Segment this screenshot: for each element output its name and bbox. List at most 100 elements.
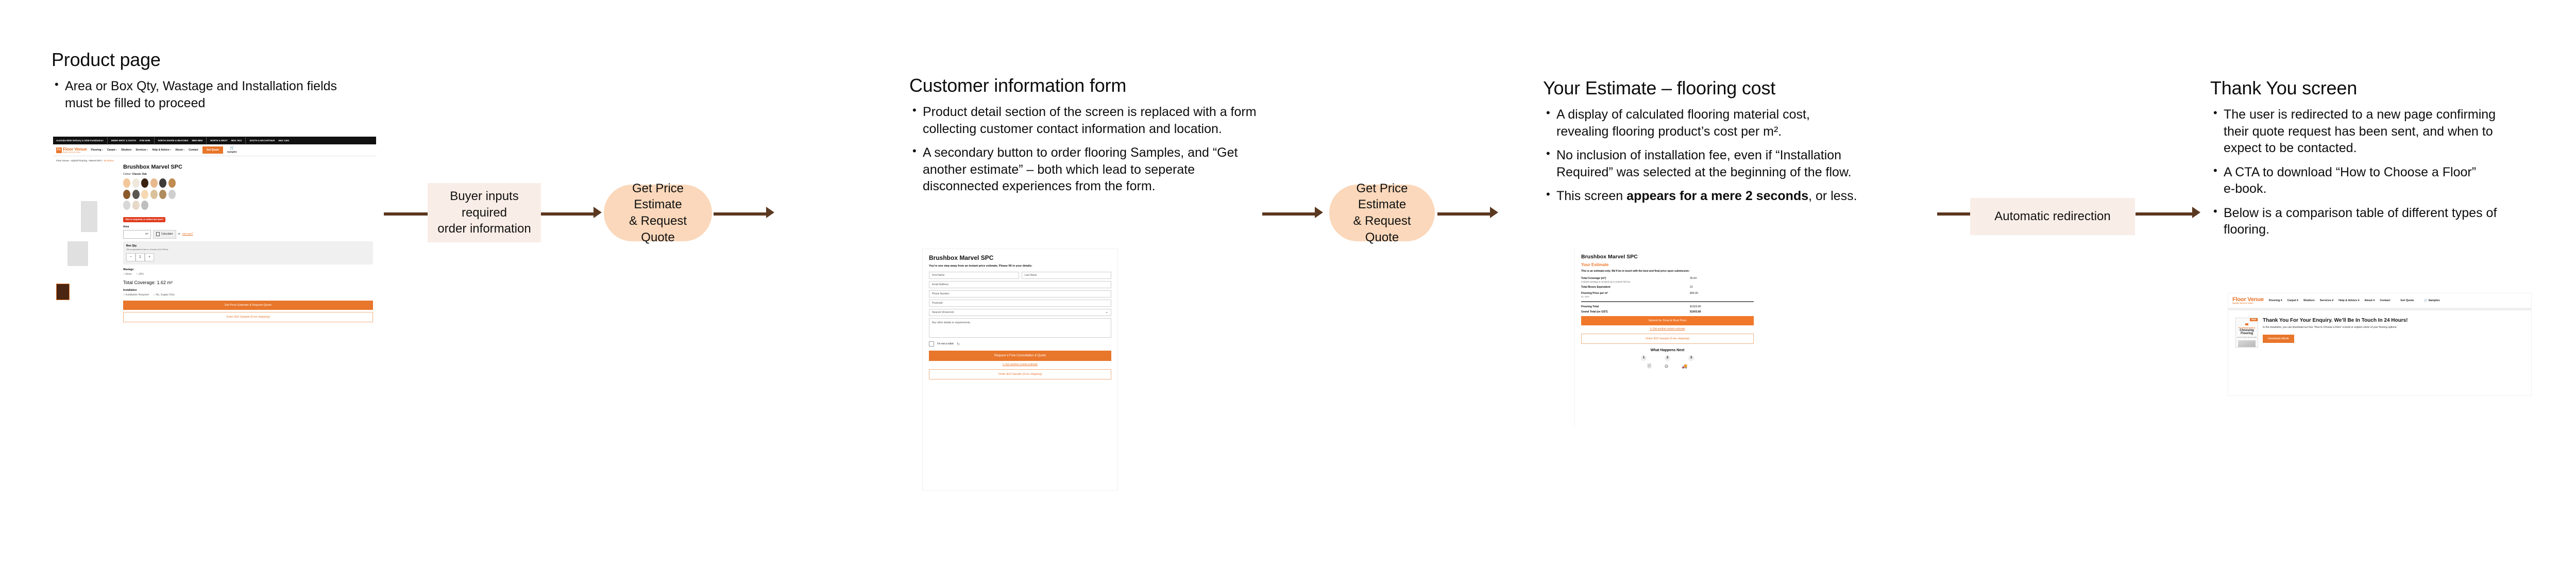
details-textarea[interactable]: Any other details or requirements. (929, 318, 1111, 338)
estimate-line-value: $45.00 (1690, 292, 1698, 295)
order-sample-button[interactable]: Order $10 Sample (Free shipping) (1581, 333, 1754, 344)
logo-name: Floor Venue (2232, 296, 2264, 303)
colour-swatch[interactable] (150, 178, 158, 188)
logo[interactable]: Floor Venue Quality Service Value (2232, 296, 2264, 305)
nav-item-carpet[interactable]: Carpet ▾ (107, 148, 117, 152)
estimate-heading: Your Estimate (1581, 262, 1609, 267)
chevron-down-icon: ▾ (2373, 299, 2375, 302)
step-number: 1 (1641, 355, 1647, 361)
calculator-button[interactable]: Calculator (153, 229, 176, 239)
logo[interactable]: Floor Venue Quality Service Value (56, 147, 87, 153)
radio-option[interactable]: None (123, 273, 131, 276)
breadcrumb-item[interactable]: Marvel SPC (89, 159, 102, 162)
quantity-stepper[interactable]: − 1 + (126, 253, 370, 261)
chevron-down-icon: ▾ (2358, 299, 2360, 302)
colour-swatch[interactable] (168, 189, 176, 199)
colour-swatch[interactable] (159, 178, 166, 188)
not-sure-link[interactable]: not sure? (182, 233, 193, 236)
nav-item-services[interactable]: Services ▾ (2319, 299, 2334, 302)
colour-swatch[interactable] (132, 189, 140, 199)
wastage-radio-group[interactable]: None 10% (123, 273, 373, 276)
quantity-value[interactable]: 1 (135, 253, 145, 261)
colour-swatch[interactable] (123, 189, 130, 199)
step-number: 3 (1688, 355, 1694, 361)
bullet-list-your-estimate: A display of calculated flooring materia… (1543, 106, 1883, 205)
get-another-estimate-link[interactable]: ↻ Get another instant estimate (1650, 327, 1685, 331)
colour-swatch-group[interactable] (123, 178, 180, 210)
phone-field[interactable]: Phone Number (929, 290, 1111, 298)
colour-swatch[interactable] (159, 189, 166, 199)
radio-option[interactable]: Installation Required (123, 293, 149, 296)
order-sample-button[interactable]: Order $10 Sample (Free shipping) (929, 369, 1111, 380)
or-label: or (178, 233, 180, 236)
download-ebook-button[interactable]: Download eBook (2263, 334, 2294, 343)
samples-link[interactable]: 🛒 Samples (2424, 299, 2439, 302)
radio-option[interactable]: No, Supply Only (154, 293, 174, 296)
colour-swatch[interactable] (132, 201, 140, 210)
total-key: Flooring Total (1581, 305, 1599, 308)
breadcrumb-separator: › (102, 159, 104, 162)
colour-swatch[interactable] (141, 201, 148, 210)
bullet-pre: This screen (1556, 189, 1627, 203)
installation-radio-group[interactable]: Installation Required No, Supply Only (123, 293, 373, 296)
get-quote-button[interactable]: Get Quote (202, 146, 223, 154)
nav-item-about[interactable]: About ▾ (175, 148, 185, 152)
nav-item-flooring[interactable]: Flooring ▾ (2268, 299, 2282, 302)
submit-final-price-button[interactable]: Submit for Final & Best Price (1581, 316, 1754, 325)
request-consultation-button[interactable]: Request a Free Consultation & Quote (929, 351, 1111, 361)
flow-step-get-price-estimate-2[interactable]: Get Price Estimate & Request Quote (1329, 182, 1435, 244)
flow-step-get-price-estimate-1[interactable]: Get Price Estimate & Request Quote (604, 182, 712, 244)
box-qty-subtitle: This is equivalent to this no. of boxes … (126, 248, 169, 251)
product-thumbnail[interactable] (56, 284, 70, 300)
samples-link[interactable]: 🛒 Samples (227, 146, 237, 153)
email-field[interactable]: Email Address (929, 281, 1111, 289)
next-steps-icons: 🗎 ⊙ 🚚 (1581, 362, 1754, 371)
nav-item-carpet[interactable]: Carpet ▾ (2287, 299, 2298, 302)
estimate-line-key: Flooring Price per m² (1581, 292, 1608, 295)
breadcrumb-item[interactable]: Hybrid Flooring (71, 159, 88, 162)
increment-button[interactable]: + (145, 253, 154, 261)
radio-option[interactable]: 10% (136, 273, 144, 276)
colour-swatch[interactable] (150, 189, 158, 199)
ebook-cover[interactable]: FREE The Ultimate Guide to Choosing Floo… (2235, 318, 2258, 348)
colour-swatch[interactable] (141, 178, 148, 188)
nav-item-help-advice[interactable]: Help & Advice ▾ (2338, 299, 2360, 302)
decrement-button[interactable]: − (126, 253, 135, 261)
flow-step-buyer-inputs[interactable]: Buyer inputs required order information (428, 183, 541, 242)
list-item: Product detail section of the screen is … (909, 103, 1265, 137)
list-item: No inclusion of installation fee, even i… (1543, 146, 1878, 180)
postcode-field[interactable]: Postcode (929, 300, 1111, 307)
colour-swatch[interactable] (123, 201, 130, 210)
nav-item-help-advice[interactable]: Help & Advice ▾ (152, 148, 172, 152)
colour-swatch[interactable] (132, 178, 140, 188)
order-sample-button[interactable]: Order $10 Sample (Free shipping) (123, 311, 373, 322)
colour-swatch[interactable] (168, 178, 176, 188)
area-input[interactable]: m² (123, 229, 151, 239)
get-price-estimate-button[interactable]: Get Price Estimate & Request Quote (123, 300, 373, 310)
what-happens-next-heading: What Happens Next (1650, 348, 1685, 352)
thank-you-card: FREE The Ultimate Guide to Choosing Floo… (2232, 314, 2527, 352)
nav-item-flooring[interactable]: Flooring ▾ (91, 148, 103, 152)
first-name-field[interactable]: First Name (929, 272, 1019, 279)
nav-item-contact[interactable]: Contact (2380, 299, 2391, 302)
last-name-field[interactable]: Last Name (1021, 272, 1111, 279)
nav-item-services[interactable]: Services ▾ (135, 148, 148, 152)
product-hero-image[interactable] (56, 164, 119, 282)
colour-swatch[interactable] (141, 189, 148, 199)
estimate-line-key: Total Coverage (m²) (1581, 276, 1606, 280)
nav-item-contact[interactable]: Contact (189, 148, 198, 152)
get-another-estimate-link[interactable]: ↻ Get another instant estimate (1002, 363, 1038, 367)
colour-swatch[interactable] (123, 178, 130, 188)
showroom-select[interactable]: Nearest Showroom (929, 309, 1111, 317)
logo-tagline: Quality Service Value (63, 151, 81, 153)
required-validation-badge: This is required, or select not sure? (123, 217, 166, 222)
nav-item-about[interactable]: About ▾ (2364, 299, 2375, 302)
nav-item-shutters[interactable]: Shutters (2303, 299, 2315, 302)
flow-step-automatic-redirection[interactable]: Automatic redirection (1970, 198, 2135, 235)
breadcrumb-item[interactable]: Floor Venue (56, 159, 69, 162)
site-nav: Floor Venue Quality Service Value Floori… (53, 144, 376, 156)
get-quote-button[interactable]: Get Quote (2400, 299, 2414, 302)
checkbox[interactable] (929, 341, 934, 347)
nav-item-shutters[interactable]: Shutters (121, 148, 132, 152)
recaptcha-widget[interactable]: I'm not a robot ↻ (929, 341, 1111, 347)
